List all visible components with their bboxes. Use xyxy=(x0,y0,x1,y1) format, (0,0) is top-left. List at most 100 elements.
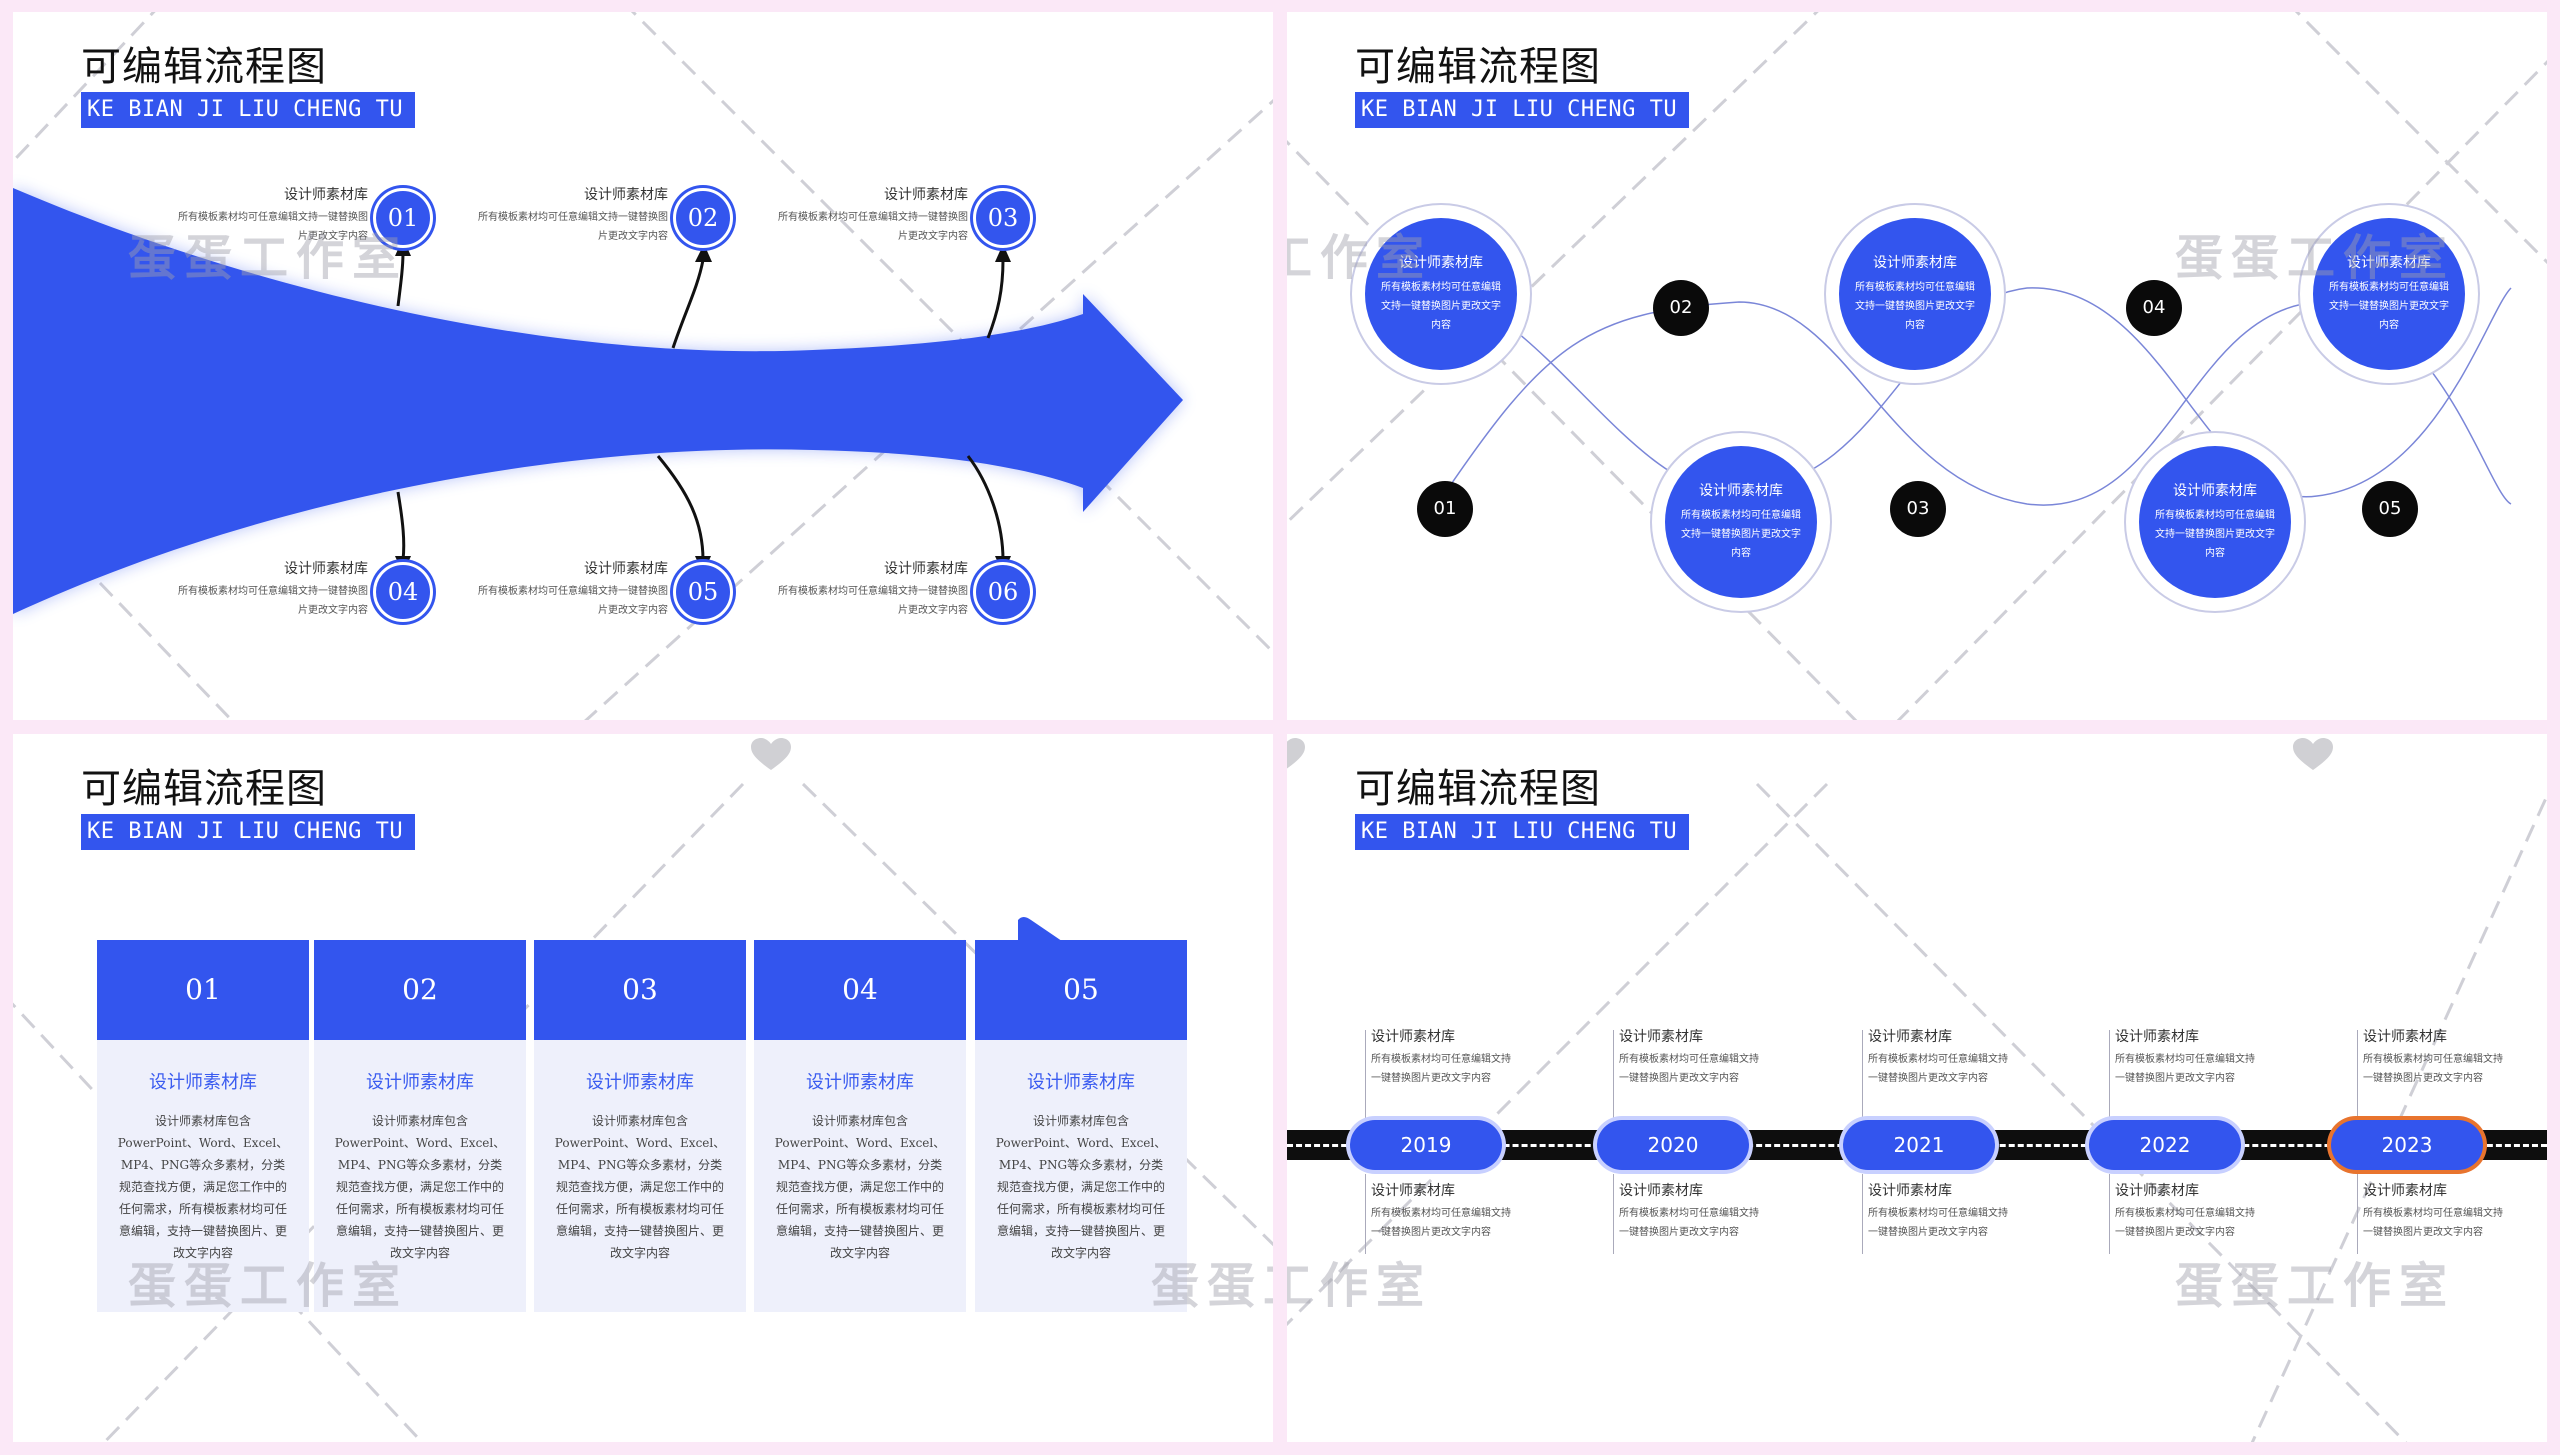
watermark: 蛋蛋工作室 xyxy=(128,1258,409,1314)
page-title: 可编辑流程图 xyxy=(81,44,327,90)
timeline-tick xyxy=(1862,1174,1863,1254)
timeline-bottom-text: 设计师素材库 所有模板素材均可任意编辑文持一键替换图片更改文字内容 xyxy=(2115,1180,2255,1242)
step-label: 设计师素材库 所有模板素材均可任意编辑文持一键替换图片更改文字内容 xyxy=(778,184,968,246)
step-desc: 所有模板素材均可任意编辑文持一键替换图片更改文字内容 xyxy=(778,212,968,242)
step-label: 设计师素材库 所有模板素材均可任意编辑文持一键替换图片更改文字内容 xyxy=(478,184,668,246)
watermark: 蛋蛋工作室 xyxy=(1287,230,1433,286)
timeline-title: 设计师素材库 xyxy=(2363,1029,2447,1045)
step-number: 02 xyxy=(314,940,526,1040)
bubble-inner: 设计师素材库 所有模板素材均可任意编辑文持一键替换图片更改文字内容 xyxy=(1665,446,1817,598)
bubble: 设计师素材库 所有模板素材均可任意编辑文持一键替换图片更改文字内容 xyxy=(2298,203,2480,385)
bubble-title: 设计师素材库 xyxy=(1699,483,1783,499)
timeline-desc: 所有模板素材均可任意编辑文持一键替换图片更改文字内容 xyxy=(2363,1208,2503,1238)
page-title: 可编辑流程图 xyxy=(1355,44,1601,90)
heart-icon xyxy=(1287,738,1305,769)
step-number-circle: 04 xyxy=(373,562,433,622)
step-number: 04 xyxy=(754,940,966,1040)
watermark: 蛋蛋工作室 xyxy=(2175,230,2456,286)
timeline-title: 设计师素材库 xyxy=(1868,1029,1952,1045)
bubble-inner: 设计师素材库 所有模板素材均可任意编辑文持一键替换图片更改文字内容 xyxy=(1839,218,1991,370)
timeline-title: 设计师素材库 xyxy=(2115,1183,2199,1199)
bubble-title: 设计师素材库 xyxy=(1399,255,1483,271)
bubble-inner: 设计师素材库 所有模板素材均可任意编辑文持一键替换图片更改文字内容 xyxy=(2313,218,2465,370)
page-subtitle: KE BIAN JI LIU CHENG TU xyxy=(81,92,415,128)
timeline-title: 设计师素材库 xyxy=(1868,1183,1952,1199)
bubble: 设计师素材库 所有模板素材均可任意编辑文持一键替换图片更改文字内容 xyxy=(2124,431,2306,613)
step-desc: 设计师素材库包含PowerPoint、Word、Excel、MP4、PNG等众多… xyxy=(334,1114,506,1260)
bubble-title: 设计师素材库 xyxy=(2347,255,2431,271)
step-desc: 所有模板素材均可任意编辑文持一键替换图片更改文字内容 xyxy=(178,212,368,242)
step-column: 04 设计师素材库 设计师素材库包含PowerPoint、Word、Excel、… xyxy=(754,940,966,1312)
step-number-circle: 06 xyxy=(973,562,1033,622)
bubble-inner: 设计师素材库 所有模板素材均可任意编辑文持一键替换图片更改文字内容 xyxy=(1365,218,1517,370)
timeline-desc: 所有模板素材均可任意编辑文持一键替换图片更改文字内容 xyxy=(1868,1054,2008,1084)
bubble-desc: 所有模板素材均可任意编辑文持一键替换图片更改文字内容 xyxy=(1855,282,1975,331)
step-number-circle: 02 xyxy=(673,188,733,248)
step-label: 设计师素材库 所有模板素材均可任意编辑文持一键替换图片更改文字内容 xyxy=(478,558,668,620)
step-title: 设计师素材库 xyxy=(884,561,968,577)
step-number: 03 xyxy=(534,940,746,1040)
step-column: 03 设计师素材库 设计师素材库包含PowerPoint、Word、Excel、… xyxy=(534,940,746,1312)
step-column: 05 设计师素材库 设计师素材库包含PowerPoint、Word、Excel、… xyxy=(975,940,1187,1312)
step-title: 设计师素材库 xyxy=(1027,1072,1135,1093)
timeline-desc: 所有模板素材均可任意编辑文持一键替换图片更改文字内容 xyxy=(2115,1054,2255,1084)
timeline-tick xyxy=(1862,1030,1863,1126)
step-label: 设计师素材库 所有模板素材均可任意编辑文持一键替换图片更改文字内容 xyxy=(178,184,368,246)
timeline-tick xyxy=(2109,1174,2110,1254)
timeline-tick xyxy=(1613,1030,1614,1126)
page-subtitle: KE BIAN JI LIU CHENG TU xyxy=(1355,92,1689,128)
step-number-circle: 01 xyxy=(373,188,433,248)
step-title: 设计师素材库 xyxy=(586,1072,694,1093)
slide-timeline: 可编辑流程图 KE BIAN JI LIU CHENG TU 设计师素材库 所有… xyxy=(1287,734,2547,1442)
timeline-desc: 所有模板素材均可任意编辑文持一键替换图片更改文字内容 xyxy=(1619,1054,1759,1084)
timeline-bottom-text: 设计师素材库 所有模板素材均可任意编辑文持一键替换图片更改文字内容 xyxy=(1619,1180,1759,1242)
timeline-bottom-text: 设计师素材库 所有模板素材均可任意编辑文持一键替换图片更改文字内容 xyxy=(1868,1180,2008,1242)
timeline-top-text: 设计师素材库 所有模板素材均可任意编辑文持一键替换图片更改文字内容 xyxy=(1868,1026,2008,1088)
year-pill[interactable]: 2020 xyxy=(1597,1120,1749,1170)
watermark: 蛋蛋工作室 xyxy=(1287,1258,1433,1314)
step-desc: 所有模板素材均可任意编辑文持一键替换图片更改文字内容 xyxy=(478,212,668,242)
timeline-title: 设计师素材库 xyxy=(1619,1183,1703,1199)
bubble-desc: 所有模板素材均可任意编辑文持一键替换图片更改文字内容 xyxy=(2155,510,2275,559)
bubble-desc: 所有模板素材均可任意编辑文持一键替换图片更改文字内容 xyxy=(2329,282,2449,331)
heart-icon xyxy=(2293,738,2333,770)
timeline-title: 设计师素材库 xyxy=(1371,1183,1455,1199)
step-label: 设计师素材库 所有模板素材均可任意编辑文持一键替换图片更改文字内容 xyxy=(778,558,968,620)
year-pill[interactable]: 2019 xyxy=(1350,1120,1502,1170)
step-title: 设计师素材库 xyxy=(149,1072,257,1093)
timeline-tick xyxy=(1365,1174,1366,1254)
step-title: 设计师素材库 xyxy=(366,1072,474,1093)
step-desc: 所有模板素材均可任意编辑文持一键替换图片更改文字内容 xyxy=(778,586,968,616)
step-title: 设计师素材库 xyxy=(584,187,668,203)
bubble-inner: 设计师素材库 所有模板素材均可任意编辑文持一键替换图片更改文字内容 xyxy=(2139,446,2291,598)
watermark: 蛋蛋工作室 xyxy=(1151,1258,1273,1314)
step-number-circle: 03 xyxy=(973,188,1033,248)
step-number: 01 xyxy=(97,940,309,1040)
step-desc: 设计师素材库包含PowerPoint、Word、Excel、MP4、PNG等众多… xyxy=(117,1114,289,1260)
step-desc: 所有模板素材均可任意编辑文持一键替换图片更改文字内容 xyxy=(478,586,668,616)
step-dot: 04 xyxy=(2126,280,2182,336)
timeline-title: 设计师素材库 xyxy=(1619,1029,1703,1045)
step-dot: 05 xyxy=(2362,481,2418,537)
timeline-tick xyxy=(2109,1030,2110,1126)
year-pill[interactable]: 2021 xyxy=(1843,1120,1995,1170)
timeline-top-text: 设计师素材库 所有模板素材均可任意编辑文持一键替换图片更改文字内容 xyxy=(1371,1026,1511,1088)
timeline-tick xyxy=(1613,1174,1614,1254)
timeline-desc: 所有模板素材均可任意编辑文持一键替换图片更改文字内容 xyxy=(2363,1054,2503,1084)
timeline-desc: 所有模板素材均可任意编辑文持一键替换图片更改文字内容 xyxy=(1868,1208,2008,1238)
timeline-tick xyxy=(2357,1174,2358,1254)
year-pill[interactable]: 2022 xyxy=(2089,1120,2241,1170)
timeline-top-text: 设计师素材库 所有模板素材均可任意编辑文持一键替换图片更改文字内容 xyxy=(2363,1026,2503,1088)
step-label: 设计师素材库 所有模板素材均可任意编辑文持一键替换图片更改文字内容 xyxy=(178,558,368,620)
timeline-desc: 所有模板素材均可任意编辑文持一键替换图片更改文字内容 xyxy=(1619,1208,1759,1238)
step-column: 02 设计师素材库 设计师素材库包含PowerPoint、Word、Excel、… xyxy=(314,940,526,1312)
step-title: 设计师素材库 xyxy=(584,561,668,577)
step-desc: 所有模板素材均可任意编辑文持一键替换图片更改文字内容 xyxy=(178,586,368,616)
step-title: 设计师素材库 xyxy=(284,561,368,577)
year-pill-selected[interactable]: 2023 xyxy=(2331,1120,2483,1170)
slide-column-steps: 可编辑流程图 KE BIAN JI LIU CHENG TU 01 设计师素材库… xyxy=(13,734,1273,1442)
timeline-desc: 所有模板素材均可任意编辑文持一键替换图片更改文字内容 xyxy=(1371,1208,1511,1238)
timeline-bottom-text: 设计师素材库 所有模板素材均可任意编辑文持一键替换图片更改文字内容 xyxy=(1371,1180,1511,1242)
step-dot: 03 xyxy=(1890,481,1946,537)
timeline-tick xyxy=(2357,1030,2358,1126)
